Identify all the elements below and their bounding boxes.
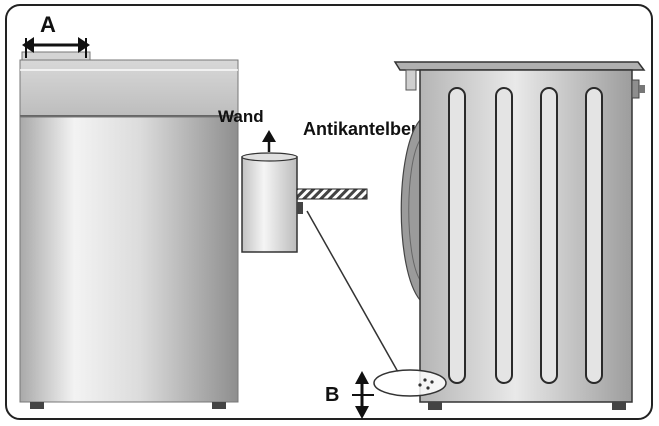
dimension-b-marker: B (325, 371, 374, 419)
foot-detail-callout (373, 369, 447, 397)
label-wall: Wand (218, 107, 264, 126)
wall-arrow-up-icon (262, 130, 276, 152)
label-a: A (40, 12, 56, 37)
label-b: B (325, 384, 339, 406)
washing-machine-front-view (19, 51, 239, 409)
wall-block (241, 152, 298, 253)
anti-tip-bracket (296, 188, 399, 373)
dimension-a-marker: A (22, 12, 90, 58)
washing-machine-side-view (393, 61, 646, 410)
